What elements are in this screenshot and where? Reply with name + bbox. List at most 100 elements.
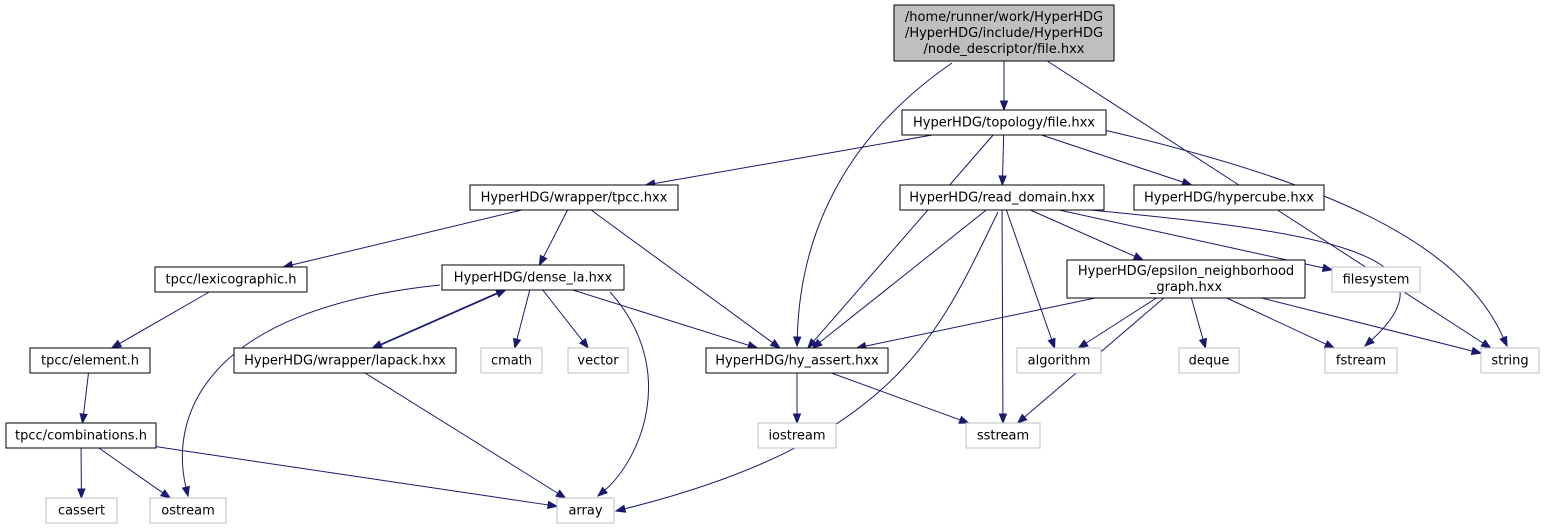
node-box xyxy=(1066,259,1306,299)
edge-tpcc-to-dense_la xyxy=(538,209,569,267)
node-label: vector xyxy=(577,354,619,369)
edge-line xyxy=(813,134,994,342)
node-label: HyperHDG/wrapper/tpcc.hxx xyxy=(481,191,668,206)
node-hy_assert[interactable]: HyperHDG/hy_assert.hxx xyxy=(705,347,889,374)
node-box xyxy=(441,264,625,291)
edge-line xyxy=(1005,209,1053,340)
edge-line xyxy=(119,291,210,344)
edge-line xyxy=(1041,134,1184,183)
node-fstream: fstream xyxy=(1324,347,1398,374)
edge-read_domain-to-filesystem xyxy=(1058,209,1334,272)
arrowhead-icon xyxy=(1198,337,1207,350)
arrowhead-icon xyxy=(1132,252,1145,261)
node-topology[interactable]: HyperHDG/topology/file.hxx xyxy=(901,109,1107,136)
node-lapack[interactable]: HyperHDG/wrapper/lapack.hxx xyxy=(233,347,457,374)
edge-topology-to-tpcc xyxy=(644,134,933,188)
arrowhead-icon xyxy=(181,485,190,498)
node-box xyxy=(705,347,889,374)
arrowhead-icon xyxy=(1499,335,1508,348)
node-epsilon[interactable]: HyperHDG/epsilon_neighborhood_graph.hxx xyxy=(1066,259,1306,299)
edge-lexicographic-to-element xyxy=(110,291,210,349)
edge-line xyxy=(1030,209,1136,257)
edge-line xyxy=(1103,129,1504,338)
arrowhead-icon xyxy=(1480,339,1492,349)
node-box xyxy=(5,422,157,449)
edge-lapack-to-dense_la xyxy=(374,289,507,349)
edge-line xyxy=(1261,297,1473,352)
edge-line xyxy=(604,291,649,491)
node-algorithm: algorithm xyxy=(1016,347,1102,374)
arrowhead-icon xyxy=(579,337,590,350)
edge-topology-to-string xyxy=(1103,129,1508,348)
arrowhead-icon xyxy=(546,500,559,510)
edge-topology-to-read_domain xyxy=(998,134,1007,187)
edge-line xyxy=(831,372,961,421)
edge-line xyxy=(291,209,522,266)
nodes-layer: /home/runner/work/HyperHDG/HyperHDG/incl… xyxy=(5,4,1540,524)
edge-line xyxy=(572,289,749,346)
edge-dense_la-to-array xyxy=(596,291,649,497)
edge-epsilon-to-string xyxy=(1261,297,1483,355)
edge-hy_assert-to-iostream xyxy=(792,373,802,425)
node-combinations[interactable]: tpcc/combinations.h xyxy=(5,422,157,449)
arrowhead-icon xyxy=(1470,346,1483,355)
node-label: filesystem xyxy=(1343,273,1410,288)
edge-line xyxy=(796,62,953,338)
edge-topology-to-hypercube xyxy=(1041,134,1193,187)
node-label: HyperHDG/topology/file.hxx xyxy=(913,116,1095,131)
edge-read_domain-to-hy_assert xyxy=(811,209,987,349)
node-lexicographic[interactable]: tpcc/lexicographic.h xyxy=(154,266,308,293)
node-string: string xyxy=(1480,347,1540,374)
arrowhead-icon xyxy=(769,338,782,349)
node-label: tpcc/lexicographic.h xyxy=(166,273,297,288)
node-box xyxy=(1331,266,1421,293)
node-box xyxy=(469,184,679,211)
edge-line xyxy=(374,293,498,349)
edge-line xyxy=(83,372,89,415)
edge-line xyxy=(98,447,164,494)
edge-line xyxy=(1001,209,1004,415)
edge-line xyxy=(380,289,504,345)
arrowhead-icon xyxy=(495,289,507,298)
node-box xyxy=(480,347,543,374)
arrowhead-icon xyxy=(1077,339,1089,349)
node-label: HyperHDG/dense_la.hxx xyxy=(454,271,613,286)
arrowhead-icon xyxy=(999,100,1009,112)
node-label: tpcc/combinations.h xyxy=(15,429,147,444)
node-label: algorithm xyxy=(1028,354,1091,369)
node-label: tpcc/element.h xyxy=(41,354,139,369)
node-hypercube[interactable]: HyperHDG/hypercube.hxx xyxy=(1133,184,1325,211)
node-box xyxy=(1178,347,1240,374)
node-read_domain[interactable]: HyperHDG/read_domain.hxx xyxy=(899,184,1105,211)
edge-line xyxy=(1058,209,1324,269)
node-box xyxy=(149,497,227,524)
edge-read_domain-to-array xyxy=(614,211,999,513)
node-sstream: sstream xyxy=(965,422,1041,449)
edge-line xyxy=(819,209,987,343)
edge-line xyxy=(1085,297,1157,344)
edge-line xyxy=(516,289,531,340)
arrowhead-icon xyxy=(998,413,1008,425)
node-label: string xyxy=(1491,354,1528,369)
node-box xyxy=(1324,347,1398,374)
edge-dense_la-to-lapack xyxy=(371,289,504,349)
edge-read_domain-to-fstream xyxy=(1079,208,1401,347)
arrowhead-icon xyxy=(614,504,627,513)
node-tpcc[interactable]: HyperHDG/wrapper/tpcc.hxx xyxy=(469,184,679,211)
node-label: deque xyxy=(1189,354,1230,369)
edge-line xyxy=(364,372,559,494)
arrowhead-icon xyxy=(555,489,567,499)
node-label: HyperHDG/hy_assert.hxx xyxy=(715,354,879,369)
edge-combinations-to-array xyxy=(155,446,559,510)
node-cassert: cassert xyxy=(45,497,118,524)
node-label: ostream xyxy=(161,504,215,519)
node-vector: vector xyxy=(567,347,629,374)
node-element[interactable]: tpcc/element.h xyxy=(29,347,151,374)
arrowhead-icon xyxy=(1016,413,1028,424)
edge-combinations-to-ostream xyxy=(98,447,172,499)
node-label: HyperHDG/wrapper/lapack.hxx xyxy=(244,354,446,369)
node-box xyxy=(899,184,1105,211)
node-dense_la[interactable]: HyperHDG/dense_la.hxx xyxy=(441,264,625,291)
node-label: fstream xyxy=(1336,354,1386,369)
